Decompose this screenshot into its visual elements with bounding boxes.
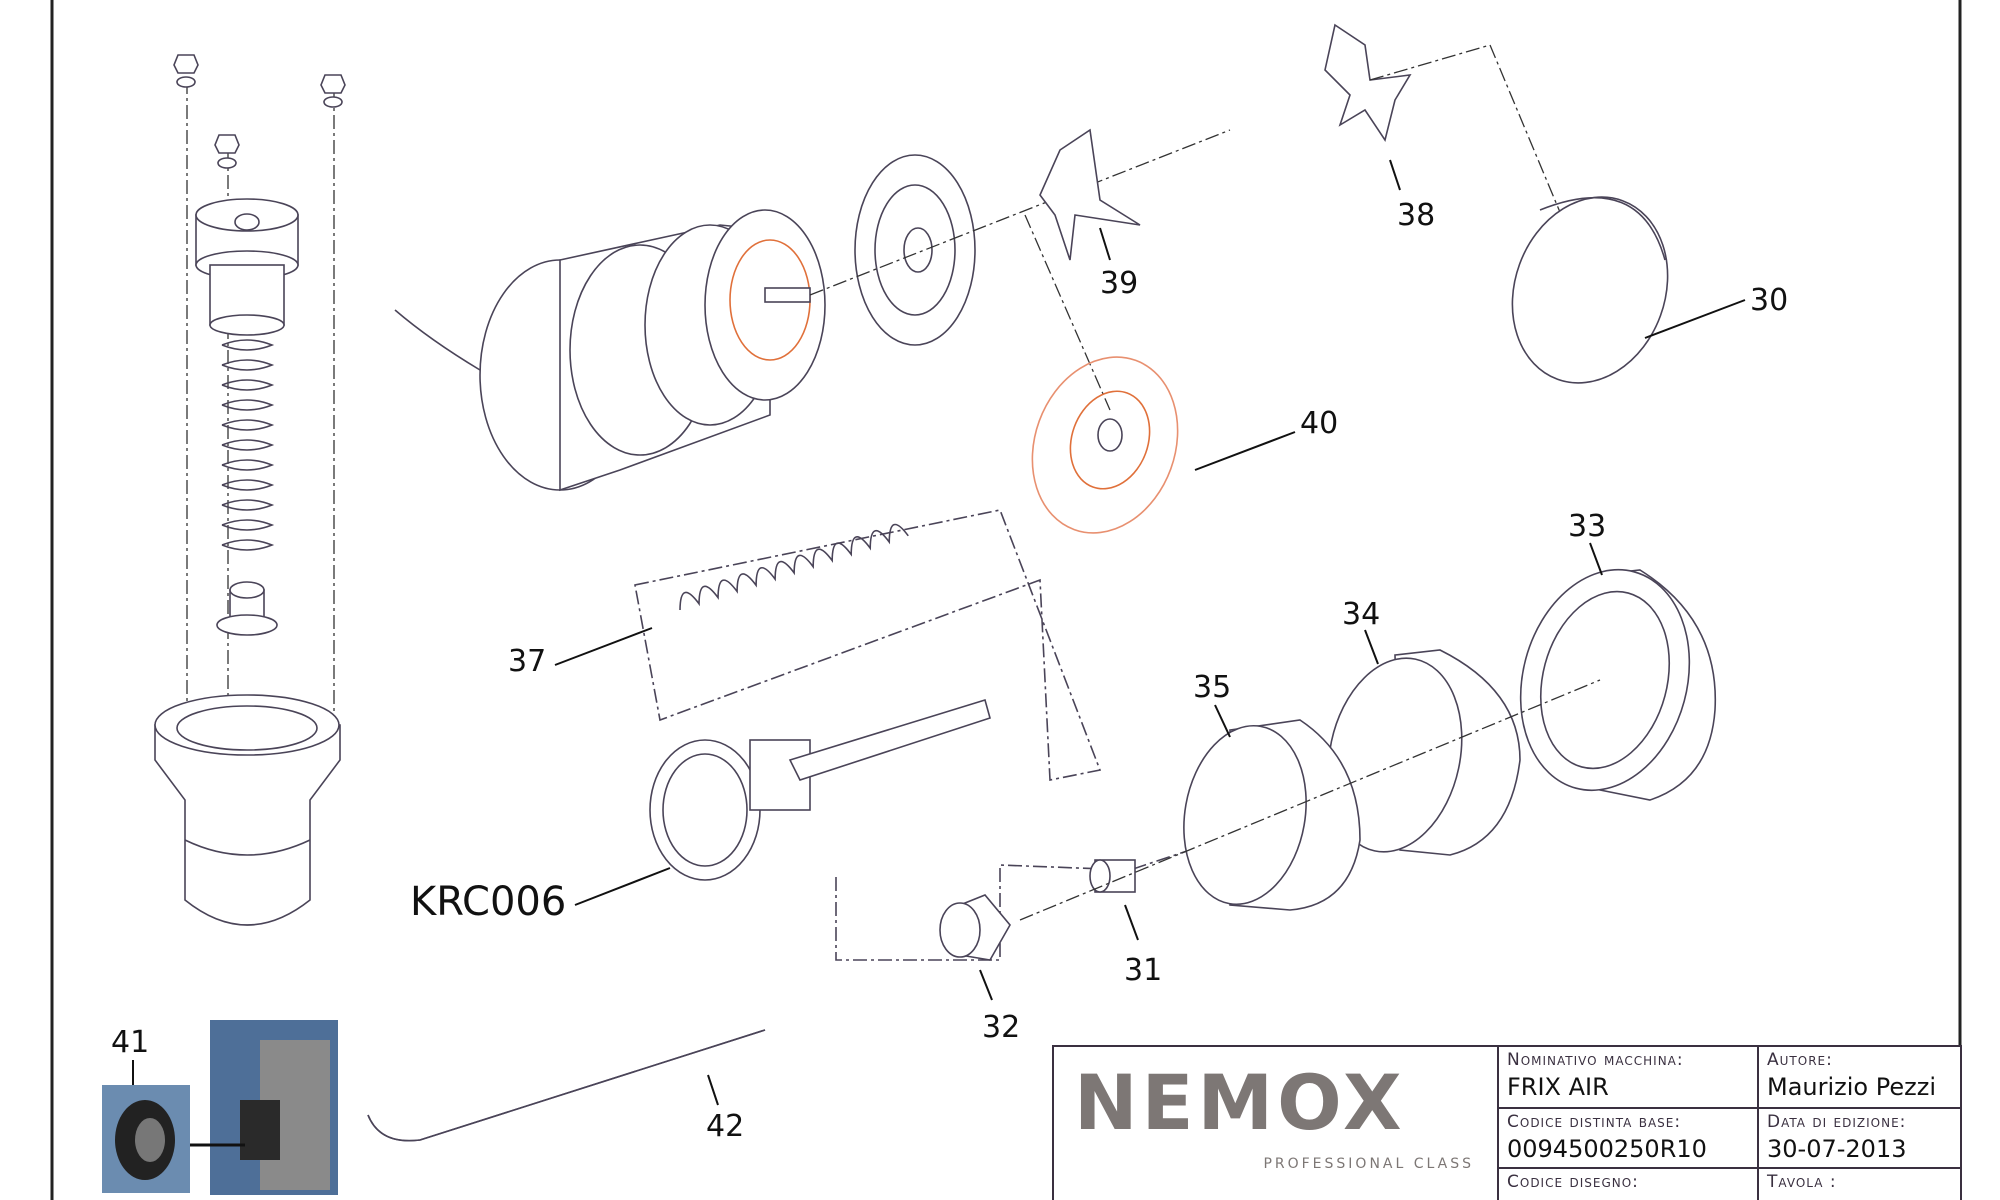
callout-34: 34 xyxy=(1342,597,1380,632)
motor-assembly xyxy=(394,129,1231,492)
machine-value: FRIX AIR xyxy=(1507,1073,1609,1101)
leader-lines xyxy=(132,159,1746,1106)
callout-31: 31 xyxy=(1124,953,1162,988)
vertical-shaft-assembly xyxy=(154,54,346,926)
bom-label: Codice distinta base: xyxy=(1507,1112,1682,1132)
nemox-logo: NEMOX xyxy=(1074,1058,1406,1147)
callout-40: 40 xyxy=(1300,406,1338,441)
author-label: Autore: xyxy=(1767,1050,1833,1070)
callout-42: 42 xyxy=(706,1109,744,1144)
callout-37: 37 xyxy=(508,644,546,679)
callout-38: 38 xyxy=(1397,198,1435,233)
callout-39: 39 xyxy=(1100,266,1138,301)
bom-value: 0094500250R10 xyxy=(1507,1135,1707,1163)
drum-parts xyxy=(939,568,1717,961)
date-cell: Data di edizione: 30-07-2013 xyxy=(1757,1107,1962,1167)
callout-41: 41 xyxy=(111,1025,149,1060)
bom-cell: Codice distinta base: 0094500250R10 xyxy=(1497,1107,1757,1167)
callout-32: 32 xyxy=(982,1010,1020,1045)
title-block: NEMOX PROFESSIONAL CLASS Nominativo macc… xyxy=(1052,1045,1962,1200)
logo-tagline: PROFESSIONAL CLASS xyxy=(1263,1156,1474,1172)
drawing-code-label: Codice disegno: xyxy=(1507,1172,1639,1192)
callout-krc006: KRC006 xyxy=(410,879,566,925)
machine-label: Nominativo macchina: xyxy=(1507,1050,1684,1070)
fan-parts xyxy=(1024,23,1669,534)
author-cell: Autore: Maurizio Pezzi xyxy=(1757,1047,1962,1107)
sheet-label: Tavola : xyxy=(1767,1172,1837,1192)
callout-35: 35 xyxy=(1193,670,1231,705)
date-value: 30-07-2013 xyxy=(1767,1135,1907,1163)
part-41-photo xyxy=(102,1020,338,1195)
author-value: Maurizio Pezzi xyxy=(1767,1073,1936,1101)
callout-30: 30 xyxy=(1750,283,1788,318)
sheet-cell: Tavola : xyxy=(1757,1167,1962,1200)
drawing-code-cell: Codice disegno: xyxy=(1497,1167,1757,1200)
machine-cell: Nominativo macchina: FRIX AIR xyxy=(1497,1047,1757,1107)
date-label: Data di edizione: xyxy=(1767,1112,1907,1132)
spring-and-shaft xyxy=(634,509,1251,961)
callout-33: 33 xyxy=(1568,509,1606,544)
